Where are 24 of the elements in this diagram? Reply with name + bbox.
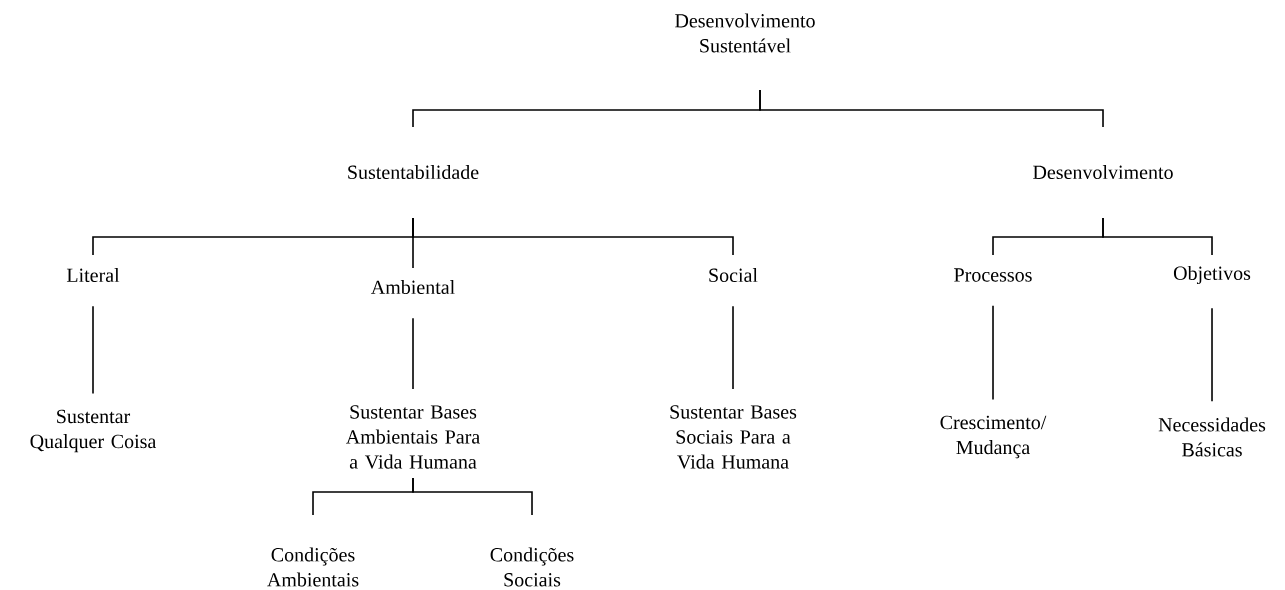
tree-label: Ambiental — [371, 279, 455, 295]
tree-label: Desenvolvimento Sustentável — [675, 13, 815, 53]
tree-label: Condições Ambientais — [267, 547, 359, 587]
tree-connector — [92, 305, 94, 395]
tree-connector — [759, 89, 1104, 128]
tree-connector — [412, 217, 734, 256]
tree-label: Literal — [66, 267, 120, 283]
tree-connector — [1211, 307, 1213, 403]
tree-label: Sustentar Qualquer Coisa — [30, 409, 157, 453]
tree-connector — [992, 305, 994, 401]
tree-label: Desenvolvimento — [1033, 164, 1173, 180]
tree-label: Condições Sociais — [490, 547, 574, 587]
tree-label: Crescimento/ Mudança — [940, 415, 1047, 459]
tree-connector — [1102, 217, 1213, 256]
tree-connector — [732, 305, 734, 390]
tree-label: Processos — [954, 268, 1032, 282]
tree-label: Sustentar Bases Ambientais Para a Vida Humana — [346, 405, 480, 469]
tree-connector — [412, 477, 533, 516]
tree-label: Necessidades Básicas — [1158, 417, 1266, 457]
tree-label: Social — [709, 267, 758, 283]
tree-label: Objetivos — [1173, 265, 1251, 285]
tree-label: Sustentabilidade — [348, 164, 479, 180]
tree-connector — [412, 317, 414, 390]
tree-label: Sustentar Bases Sociais Para a Vida Humana — [670, 405, 797, 469]
